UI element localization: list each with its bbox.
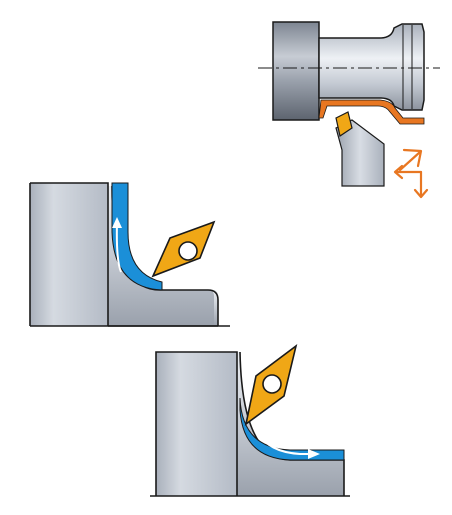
workpiece-profile-2: [150, 351, 350, 497]
insert-icon: [244, 344, 298, 426]
feed-direction-arrows-icon: [393, 148, 429, 199]
spindle-chuck-icon: [258, 21, 440, 125]
tool-holder-icon: [335, 111, 385, 187]
workpiece-profile-1: [29, 182, 230, 327]
insert-icon: [151, 220, 216, 278]
